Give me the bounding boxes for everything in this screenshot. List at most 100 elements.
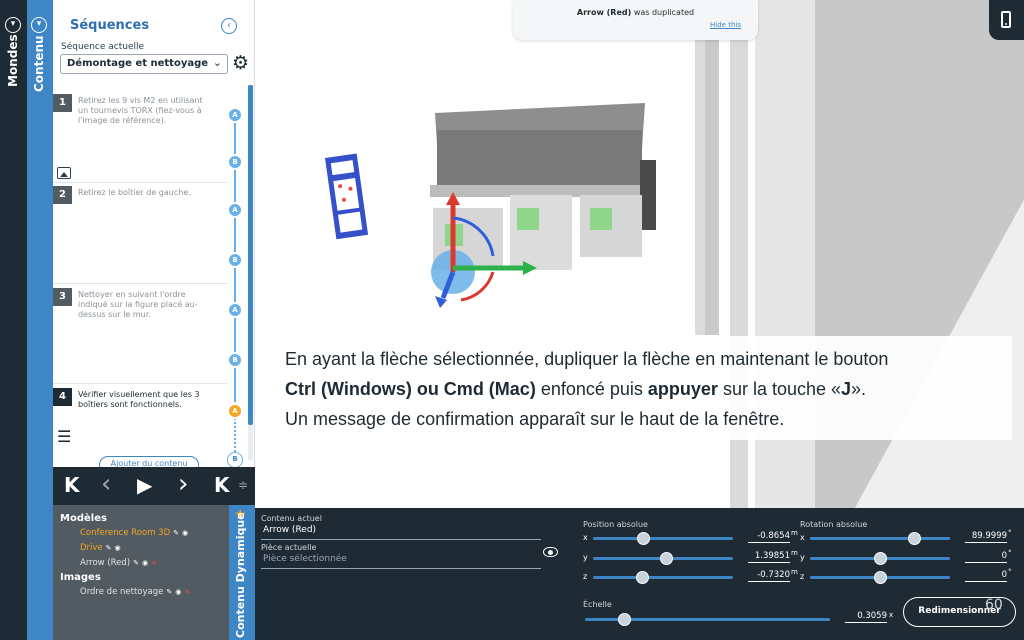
current-sequence-label: Séquence actuelle [61, 42, 145, 52]
3d-viewport[interactable]: Arrow (Red) was duplicated Hide this En … [255, 0, 1024, 508]
star-icon[interactable]: ★ [234, 507, 247, 523]
sequence-scrollbar-thumb[interactable] [248, 85, 253, 425]
collapse-panel-icon[interactable]: ‹ [221, 18, 237, 34]
caption-line-1: En ayant la flèche sélectionnée, dupliqu… [285, 349, 889, 369]
rotation-slider-thumb[interactable] [874, 552, 887, 565]
caption-text: ». [851, 379, 867, 399]
models-panel: Modèles Conference Room 3D✎◉ Drive✎◉ Arr… [53, 505, 229, 640]
caption-text: enfoncé puis [535, 379, 648, 399]
drag-handle-icon[interactable]: ≑ [238, 478, 249, 492]
notification-text: Arrow (Red) was duplicated [513, 8, 758, 17]
rotation-value-z[interactable]: 0 [965, 569, 1007, 582]
eye-icon[interactable] [543, 547, 558, 557]
scale-value[interactable]: 0.3059 [845, 610, 887, 623]
rotation-axis-z: z [800, 572, 805, 581]
images-heading: Images [60, 572, 101, 583]
step-marker-a-current[interactable]: A [227, 403, 243, 419]
sequence-select[interactable]: Démontage et nettoyage ⌄ [60, 54, 228, 74]
rotation-slider-thumb[interactable] [874, 571, 887, 584]
rotation-value-x[interactable]: 89.9999 [965, 530, 1007, 543]
pencil-icon[interactable]: ✎ [173, 529, 180, 537]
mondes-expand-icon[interactable]: ▾ [5, 17, 21, 33]
model-item[interactable]: Drive✎◉ [80, 543, 121, 553]
step-divider [53, 383, 228, 384]
position-value-z[interactable]: -0.7320 [748, 569, 790, 582]
scale-unit: x [889, 611, 894, 619]
image-item[interactable]: Ordre de nettoyage✎◉✕ [80, 587, 190, 597]
notification-object: Arrow (Red) [576, 8, 632, 17]
position-unit: m [791, 529, 798, 537]
eye-icon[interactable]: ◉ [141, 559, 149, 567]
position-axis-z: z [583, 572, 588, 581]
pencil-icon[interactable]: ✎ [105, 544, 112, 552]
current-piece-input[interactable]: Pièce sélectionnée [263, 554, 347, 564]
position-slider-thumb[interactable] [637, 532, 651, 545]
image-item-label: Ordre de nettoyage [80, 587, 164, 597]
contenu-rail: ▾ Contenu [27, 0, 53, 640]
caption-bold-key: J [841, 379, 852, 399]
step-marker-b[interactable]: B [227, 352, 243, 368]
phone-icon [1001, 11, 1011, 28]
previous-step-button[interactable]: ‹ [101, 469, 112, 499]
mondes-label[interactable]: Mondes [6, 34, 20, 87]
piece-field-underline [261, 568, 541, 569]
step-text: Vérifier visuellement que les 3 boîtiers… [78, 390, 200, 409]
step-marker-a[interactable]: A [227, 302, 243, 318]
caption-bold-keys: Ctrl (Windows) ou Cmd (Mac) [285, 379, 536, 399]
position-value-y[interactable]: 1.39851 [748, 550, 790, 563]
model-item[interactable]: Conference Room 3D✎◉ [80, 528, 188, 538]
position-slider-x[interactable] [593, 537, 733, 540]
gear-icon[interactable]: ⚙ [232, 52, 250, 74]
last-step-button[interactable]: K [214, 473, 230, 497]
resize-button[interactable]: Redimensionner [903, 597, 1016, 627]
player-bar: K ‹ ▶ › K ≑ [53, 467, 255, 505]
eye-icon[interactable]: ◉ [175, 588, 182, 596]
step-marker-a[interactable]: A [227, 107, 243, 123]
position-slider-z[interactable] [593, 576, 733, 579]
step-timeline-tail [234, 415, 236, 455]
dynamic-content-label[interactable]: Contenu Dynamique [234, 512, 247, 638]
rotation-unit: ° [1008, 529, 1012, 537]
step-divider [53, 283, 228, 284]
current-piece-label: Pièce actuelle [261, 543, 317, 552]
position-label: Position absolue [583, 520, 648, 529]
position-slider-thumb[interactable] [636, 571, 649, 584]
transform-gizmo [431, 192, 537, 308]
model-item-selected[interactable]: Arrow (Red)✎◉✕ [80, 558, 157, 568]
position-axis-x: x [583, 533, 588, 542]
scale-slider-thumb[interactable] [618, 613, 632, 626]
next-step-button[interactable]: › [178, 469, 189, 499]
eye-icon[interactable]: ◉ [182, 529, 189, 537]
pencil-icon[interactable]: ✎ [166, 588, 173, 596]
wall-edge [705, 0, 719, 335]
caption-line-2: Ctrl (Windows) ou Cmd (Mac) enfoncé puis… [285, 374, 996, 404]
first-step-button[interactable]: K [64, 473, 80, 497]
step-marker-b[interactable]: B [227, 252, 243, 268]
delete-icon[interactable]: ✕ [151, 559, 157, 567]
rotation-axis-x: x [800, 533, 805, 542]
menu-icon[interactable]: ☰ [57, 427, 72, 446]
step-marker-a[interactable]: A [227, 202, 243, 218]
model-item-label: Drive [80, 543, 103, 553]
play-button[interactable]: ▶ [137, 473, 153, 497]
position-value-x[interactable]: -0.8654 [748, 530, 790, 543]
position-slider-thumb[interactable] [659, 552, 673, 565]
rotation-slider-thumb[interactable] [907, 532, 921, 545]
rotation-value-y[interactable]: 0 [965, 550, 1007, 563]
electrical-box-model [430, 103, 656, 270]
mobile-view-button[interactable] [989, 0, 1024, 40]
rotation-slider-x[interactable] [810, 537, 950, 540]
eye-icon[interactable]: ◉ [114, 544, 121, 552]
hide-notification-link[interactable]: Hide this [710, 21, 741, 29]
sequence-panel-title: Séquences [70, 18, 150, 33]
contenu-label[interactable]: Contenu [32, 35, 46, 92]
rotation-unit: ° [1008, 568, 1012, 576]
step-marker-b[interactable]: B [227, 452, 243, 468]
pencil-icon[interactable]: ✎ [133, 559, 139, 567]
delete-icon[interactable]: ✕ [184, 588, 191, 596]
contenu-expand-icon[interactable]: ▾ [31, 17, 47, 33]
image-icon[interactable] [57, 167, 71, 179]
scale-slider[interactable] [585, 618, 830, 621]
chevron-down-icon: ⌄ [212, 56, 222, 69]
step-marker-b[interactable]: B [227, 154, 243, 170]
